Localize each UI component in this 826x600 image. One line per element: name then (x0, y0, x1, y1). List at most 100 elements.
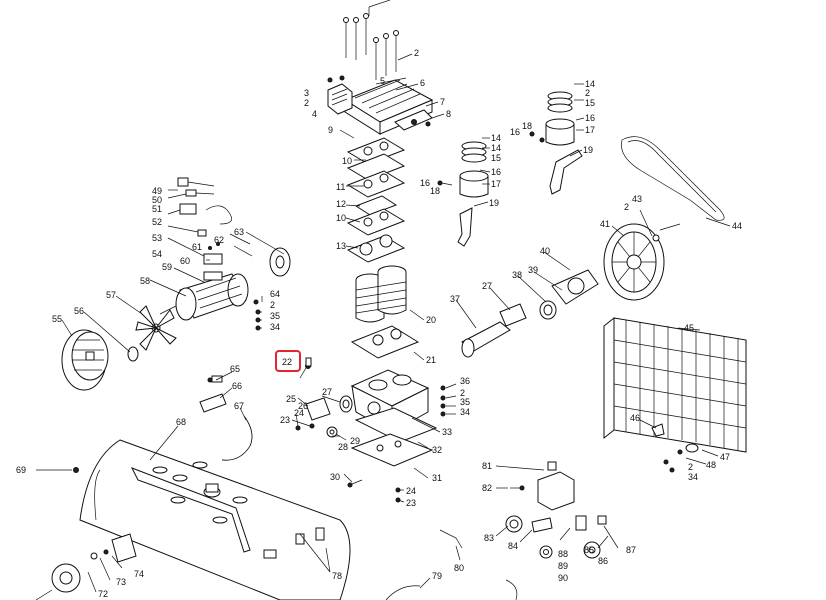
belt-guard-grille (603, 316, 747, 473)
part-label: 74 (134, 569, 144, 579)
part-label: 56 (74, 306, 84, 316)
part-label: 64 (270, 289, 280, 299)
part-label: 2 (414, 48, 419, 58)
motor (159, 271, 249, 321)
part-labels: 2 3 2 4 5 6 7 8 9 10 11 12 10 13 14 14 1… (16, 48, 742, 599)
drive-belt (621, 136, 725, 221)
part-label: 59 (162, 262, 172, 272)
part-label: 15 (585, 98, 595, 108)
part-label: 36 (460, 376, 470, 386)
part-label: 34 (270, 322, 280, 332)
part-label: 14 (585, 79, 595, 89)
part-label: 16 (510, 127, 520, 137)
part-label: 30 (330, 472, 340, 482)
part-label: 13 (336, 241, 346, 251)
piston-group-a (437, 141, 489, 247)
part-label: 52 (152, 217, 162, 227)
cylinder-head-cover (327, 75, 434, 135)
check-valve-and-hose (199, 375, 253, 461)
part-label: 2 (460, 388, 465, 398)
part-label: 45 (684, 323, 694, 333)
part-label: 80 (454, 563, 464, 573)
part-label: 29 (350, 436, 360, 446)
part-label: 62 (214, 235, 224, 245)
part-label: 85 (584, 545, 594, 555)
part-label: 58 (140, 276, 150, 286)
part-label: 16 (585, 113, 595, 123)
part-label: 31 (432, 473, 442, 483)
part-label: 23 (280, 415, 290, 425)
part-label: 78 (332, 571, 342, 581)
part-label: 12 (336, 199, 346, 209)
part-label: 38 (512, 270, 522, 280)
highlight-box (275, 350, 301, 372)
part-label: 34 (688, 472, 698, 482)
part-label: 19 (489, 198, 499, 208)
part-label: 24 (294, 408, 304, 418)
part-label: 61 (192, 242, 202, 252)
part-label: 86 (598, 556, 608, 566)
part-label: 65 (230, 364, 240, 374)
motor-fasteners (253, 299, 261, 331)
part-label: 20 (426, 315, 436, 325)
part-label: 46 (630, 413, 640, 423)
part-label: 2 (270, 300, 275, 310)
flywheel-pulley (603, 223, 681, 301)
part-label: 51 (152, 204, 162, 214)
head-bolts (343, 0, 413, 80)
part-label: 68 (176, 417, 186, 427)
part-label: 41 (600, 219, 610, 229)
part-label: 60 (180, 256, 190, 266)
part-label: 2 (688, 462, 693, 472)
part-label: 89 (558, 561, 568, 571)
air-tank (35, 439, 351, 600)
part-label: 40 (540, 246, 550, 256)
part-label: 18 (430, 186, 440, 196)
part-label: 39 (528, 265, 538, 275)
part-label: 16 (491, 167, 501, 177)
part-label: 84 (508, 541, 518, 551)
pressure-switch-assembly (385, 461, 607, 600)
part-label: 88 (558, 549, 568, 559)
part-label: 35 (270, 311, 280, 321)
crankcase (295, 357, 446, 503)
part-label: 17 (491, 179, 501, 189)
crankshaft-and-bearings (461, 269, 599, 358)
valve-plate-gaskets (346, 137, 406, 263)
part-label: 4 (312, 109, 317, 119)
part-label: 35 (460, 397, 470, 407)
part-label: 5 (380, 76, 385, 86)
part-label: 7 (440, 97, 445, 107)
part-label: 18 (522, 121, 532, 131)
part-label: 34 (460, 407, 470, 417)
part-label: 10 (336, 213, 346, 223)
part-label: 82 (482, 483, 492, 493)
part-label: 27 (322, 387, 332, 397)
part-label: 14 (491, 143, 501, 153)
part-label: 6 (420, 78, 425, 88)
part-label: 37 (450, 294, 460, 304)
part-label: 11 (336, 182, 345, 192)
part-label: 32 (432, 445, 442, 455)
part-label: 63 (234, 227, 244, 237)
part-label: 47 (720, 452, 730, 462)
highlighted-part-label: 22 (282, 357, 292, 367)
part-label: 2 (304, 98, 309, 108)
part-label: 9 (328, 125, 333, 135)
part-label: 54 (152, 249, 162, 259)
part-label: 81 (482, 461, 492, 471)
electrical-parts (177, 177, 291, 277)
piston-group-b (529, 91, 583, 195)
fan-and-cover (61, 305, 177, 391)
part-label: 67 (234, 401, 244, 411)
part-label: 57 (106, 290, 116, 300)
part-label: 17 (585, 125, 595, 135)
part-label: 26 (298, 401, 308, 411)
part-label: 73 (116, 577, 126, 587)
part-label: 49 (152, 186, 162, 196)
part-label: 24 (406, 486, 416, 496)
part-label: 44 (732, 221, 742, 231)
cylinder-block (350, 265, 420, 359)
part-label: 90 (558, 573, 568, 583)
